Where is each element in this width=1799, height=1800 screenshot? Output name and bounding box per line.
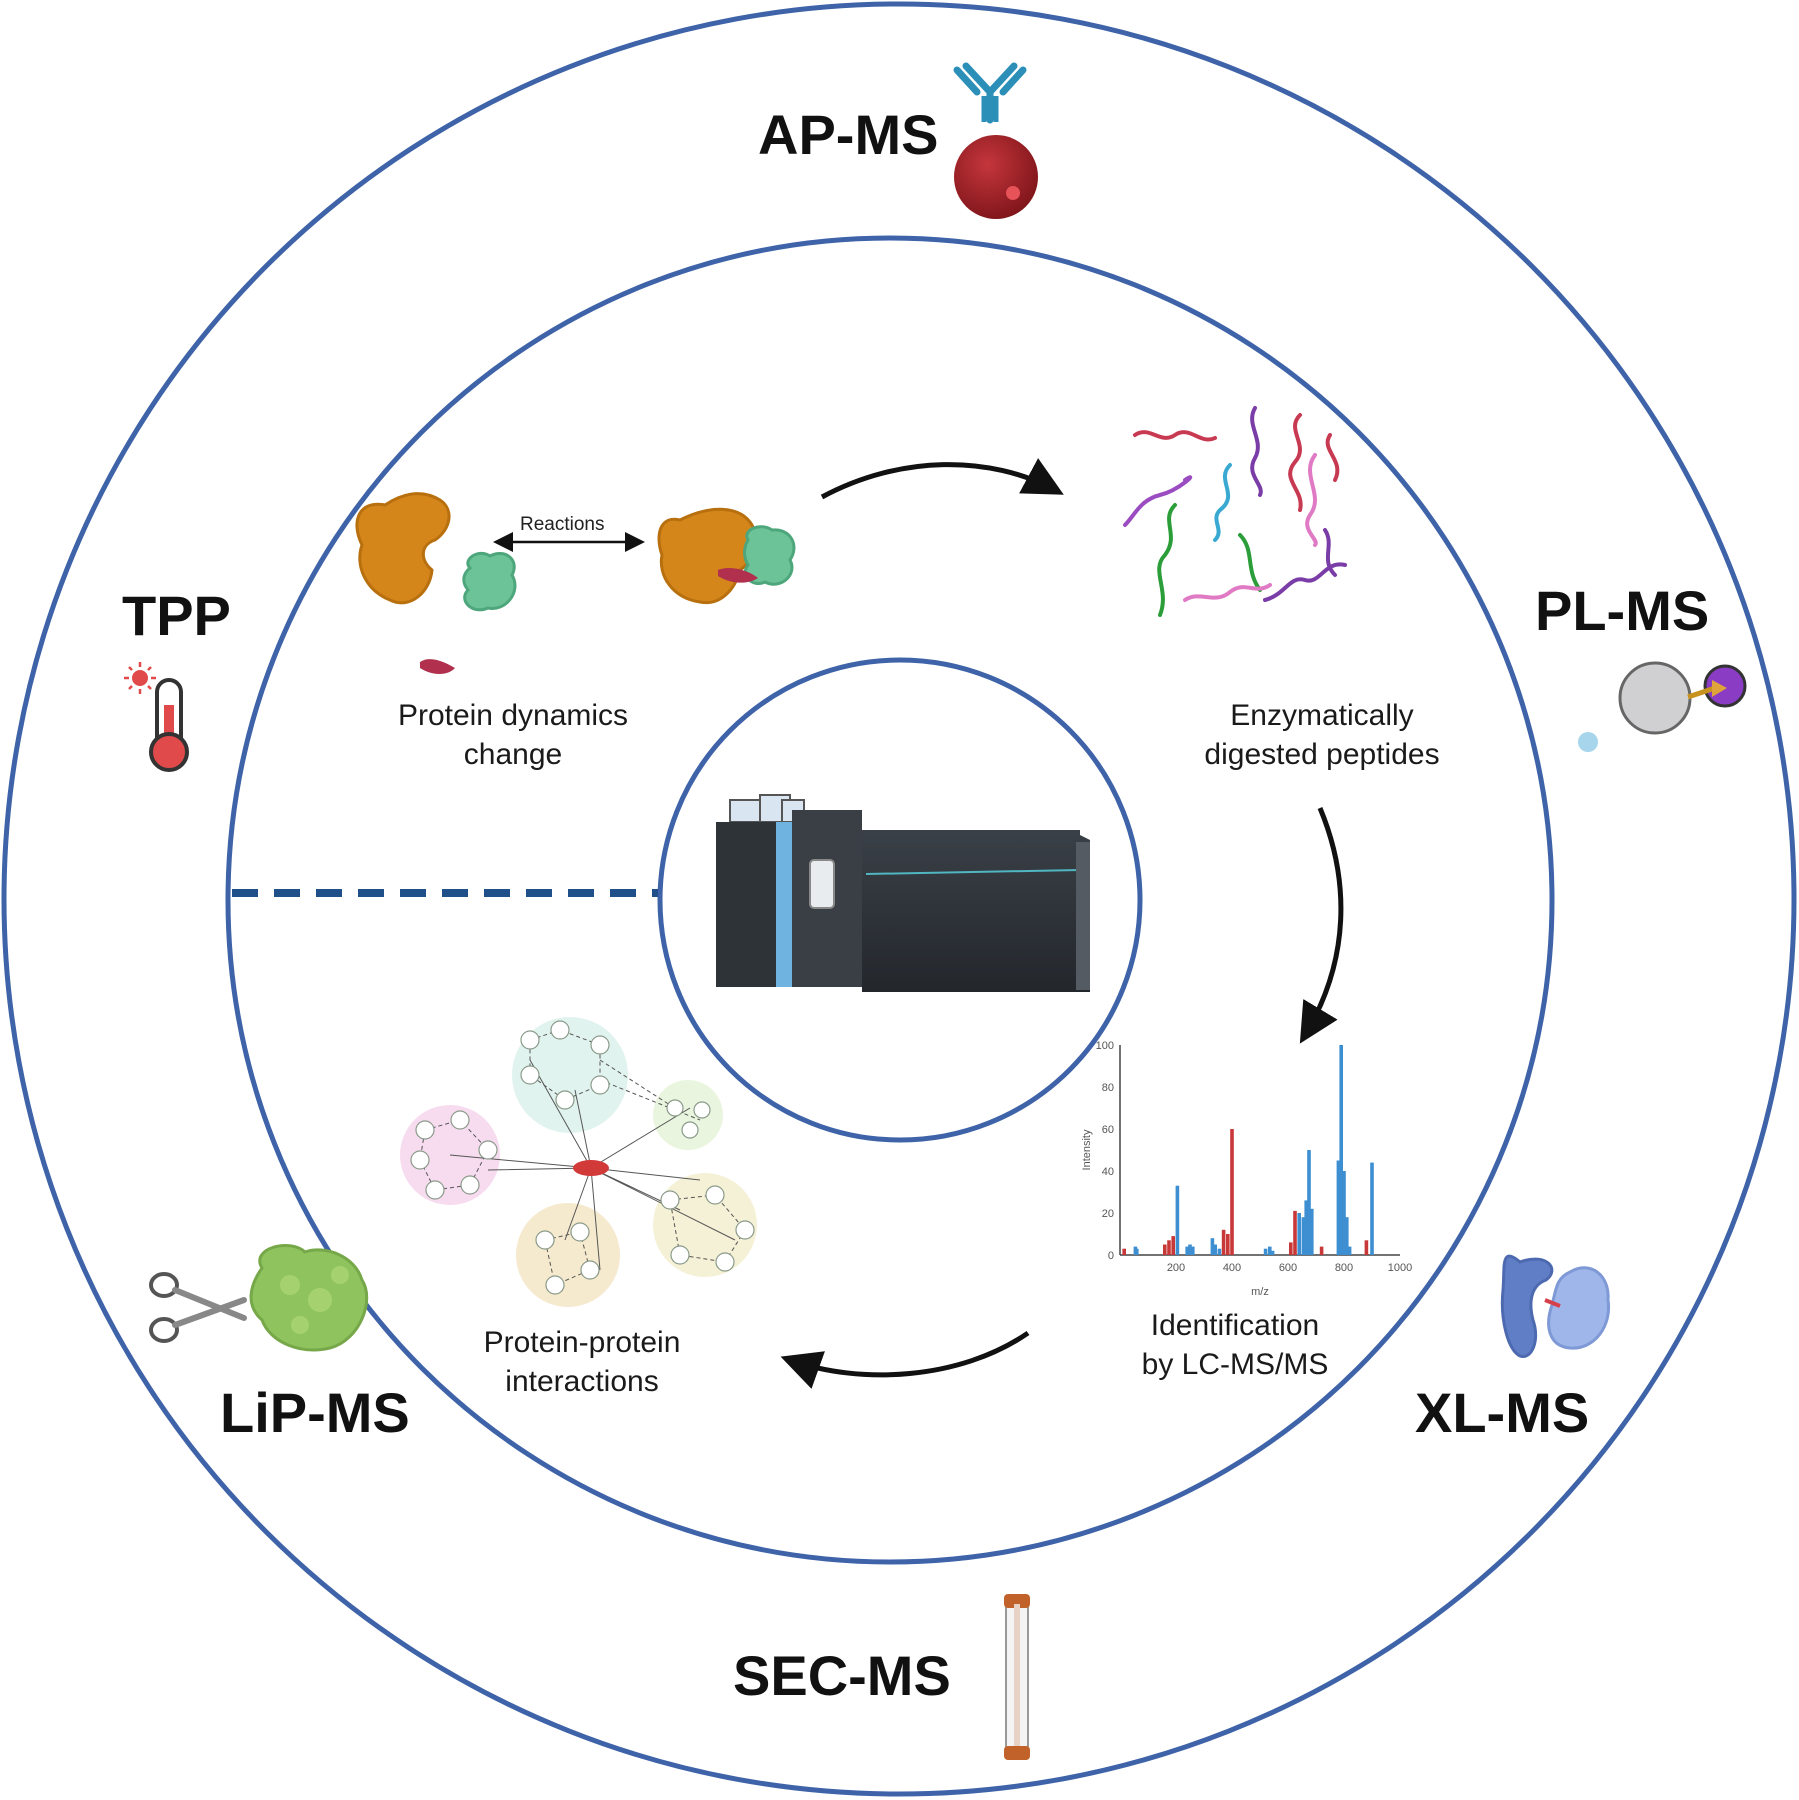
spectrum-peak-blue-16 — [1310, 1208, 1314, 1255]
spectrum-peak-blue-17 — [1336, 1160, 1341, 1255]
spectrum-xtick-4: 1000 — [1388, 1262, 1412, 1274]
crosslinked-proteins-icon — [1500, 1254, 1611, 1358]
mass-spectrometer-icon — [716, 794, 1090, 992]
proximity-label-icon — [1578, 661, 1747, 752]
spectrum-peak-blue-5 — [1191, 1246, 1195, 1255]
xl-ms-label: XL-MS — [1415, 1381, 1589, 1444]
spectrum-peak-blue-11 — [1270, 1250, 1275, 1255]
step4-caption-line1: Protein-protein — [484, 1326, 681, 1359]
step1-caption-line1: Protein dynamics — [398, 699, 628, 732]
spectrum-peak-blue-7 — [1213, 1244, 1217, 1255]
sec-column-icon — [1004, 1594, 1030, 1760]
step2-caption-line1: Enzymatically — [1230, 699, 1413, 732]
step2-caption-line2: digested peptides — [1204, 738, 1439, 771]
ppi-network-illustration — [400, 1017, 757, 1307]
protein-dynamics-illustration — [355, 492, 796, 674]
step1-caption-line2: change — [464, 738, 562, 771]
spectrum-peak-blue-9 — [1263, 1248, 1268, 1255]
spectrum-peak-blue-4 — [1188, 1244, 1192, 1255]
spectrum-xtick-2: 600 — [1279, 1262, 1297, 1274]
spectrum-peak-blue-3 — [1185, 1246, 1189, 1255]
spectrum-ytick-4: 80 — [1102, 1082, 1114, 1094]
spectrum-peak-red-8 — [1293, 1210, 1297, 1255]
spectrum-peak-blue-10 — [1268, 1246, 1272, 1255]
peptides-illustration — [1123, 406, 1347, 617]
spectrum-xlabel: m/z — [1251, 1286, 1269, 1298]
spectrum-peak-blue-15 — [1307, 1150, 1311, 1255]
spectrum-xtick-0: 200 — [1167, 1262, 1185, 1274]
sec-ms-label: SEC-MS — [733, 1644, 951, 1707]
spectrum-peak-red-1 — [1163, 1244, 1167, 1255]
spectrum-xtick-3: 800 — [1335, 1262, 1353, 1274]
spectrum-peak-blue-12 — [1297, 1213, 1301, 1255]
spectrum-ytick-1: 20 — [1102, 1208, 1114, 1220]
spectrum-peak-red-7 — [1289, 1242, 1293, 1255]
spectrum-peak-blue-6 — [1210, 1238, 1215, 1255]
step3-caption-line1: Identification — [1151, 1309, 1319, 1342]
spectrum-peak-red-4 — [1221, 1229, 1226, 1255]
spectrum-peak-blue-21 — [1347, 1246, 1352, 1255]
spectrum-peak-blue-13 — [1301, 1217, 1306, 1255]
spectrum-ytick-0: 0 — [1108, 1250, 1114, 1262]
spectrum-peak-blue-2 — [1175, 1185, 1180, 1255]
scissors-protein-icon — [149, 1244, 369, 1352]
spectrum-xtick-1: 400 — [1223, 1262, 1241, 1274]
ap-ms-label: AP-MS — [758, 103, 938, 166]
arrow-to-interactions — [780, 1330, 1030, 1389]
spectrum-ytick-5: 100 — [1096, 1040, 1114, 1052]
spectrum-ylabel: Intensity — [1081, 1129, 1093, 1170]
spectrum-ytick-3: 60 — [1102, 1124, 1114, 1136]
pl-ms-label: PL-MS — [1535, 579, 1709, 642]
spectrum-peak-red-0 — [1122, 1248, 1126, 1255]
inner-ring — [657, 657, 1143, 1143]
step3-caption-line2: by LC-MS/MS — [1142, 1348, 1329, 1381]
arrow-to-identification — [1299, 807, 1344, 1044]
spectrum-peak-blue-14 — [1304, 1200, 1308, 1255]
lip-ms-label: LiP-MS — [220, 1381, 410, 1444]
spectrum-peak-red-9 — [1319, 1246, 1324, 1255]
spectrum-peak-blue-1 — [1135, 1248, 1139, 1255]
spectrum-ytick-2: 40 — [1102, 1166, 1114, 1178]
spectrum-peak-red-5 — [1226, 1234, 1230, 1255]
spectrum-peak-blue-22 — [1370, 1162, 1374, 1255]
spectrum-peak-blue-18 — [1339, 1045, 1343, 1255]
step4-caption-line2: interactions — [505, 1365, 658, 1398]
thermometer-icon — [124, 662, 189, 772]
tpp-label: TPP — [122, 584, 231, 647]
spectrum-peak-red-6 — [1230, 1129, 1234, 1255]
mass-spectrum-chart: 0 20 40 60 80 100 200 400 600 800 1000 m/z Intens… — [1081, 1040, 1412, 1298]
spectrum-peak-red-3 — [1171, 1236, 1175, 1255]
spectrum-peak-blue-8 — [1217, 1248, 1222, 1255]
arrow-to-peptides — [820, 458, 1064, 500]
spectrum-peak-blue-20 — [1345, 1217, 1349, 1255]
middle-ring — [225, 235, 1555, 1565]
spectrum-peak-red-2 — [1167, 1240, 1171, 1255]
reactions-label: Reactions — [520, 514, 605, 535]
antibody-bead-icon — [953, 62, 1038, 219]
spectrum-peak-blue-19 — [1342, 1171, 1346, 1255]
spectrum-peak-red-10 — [1364, 1240, 1369, 1255]
